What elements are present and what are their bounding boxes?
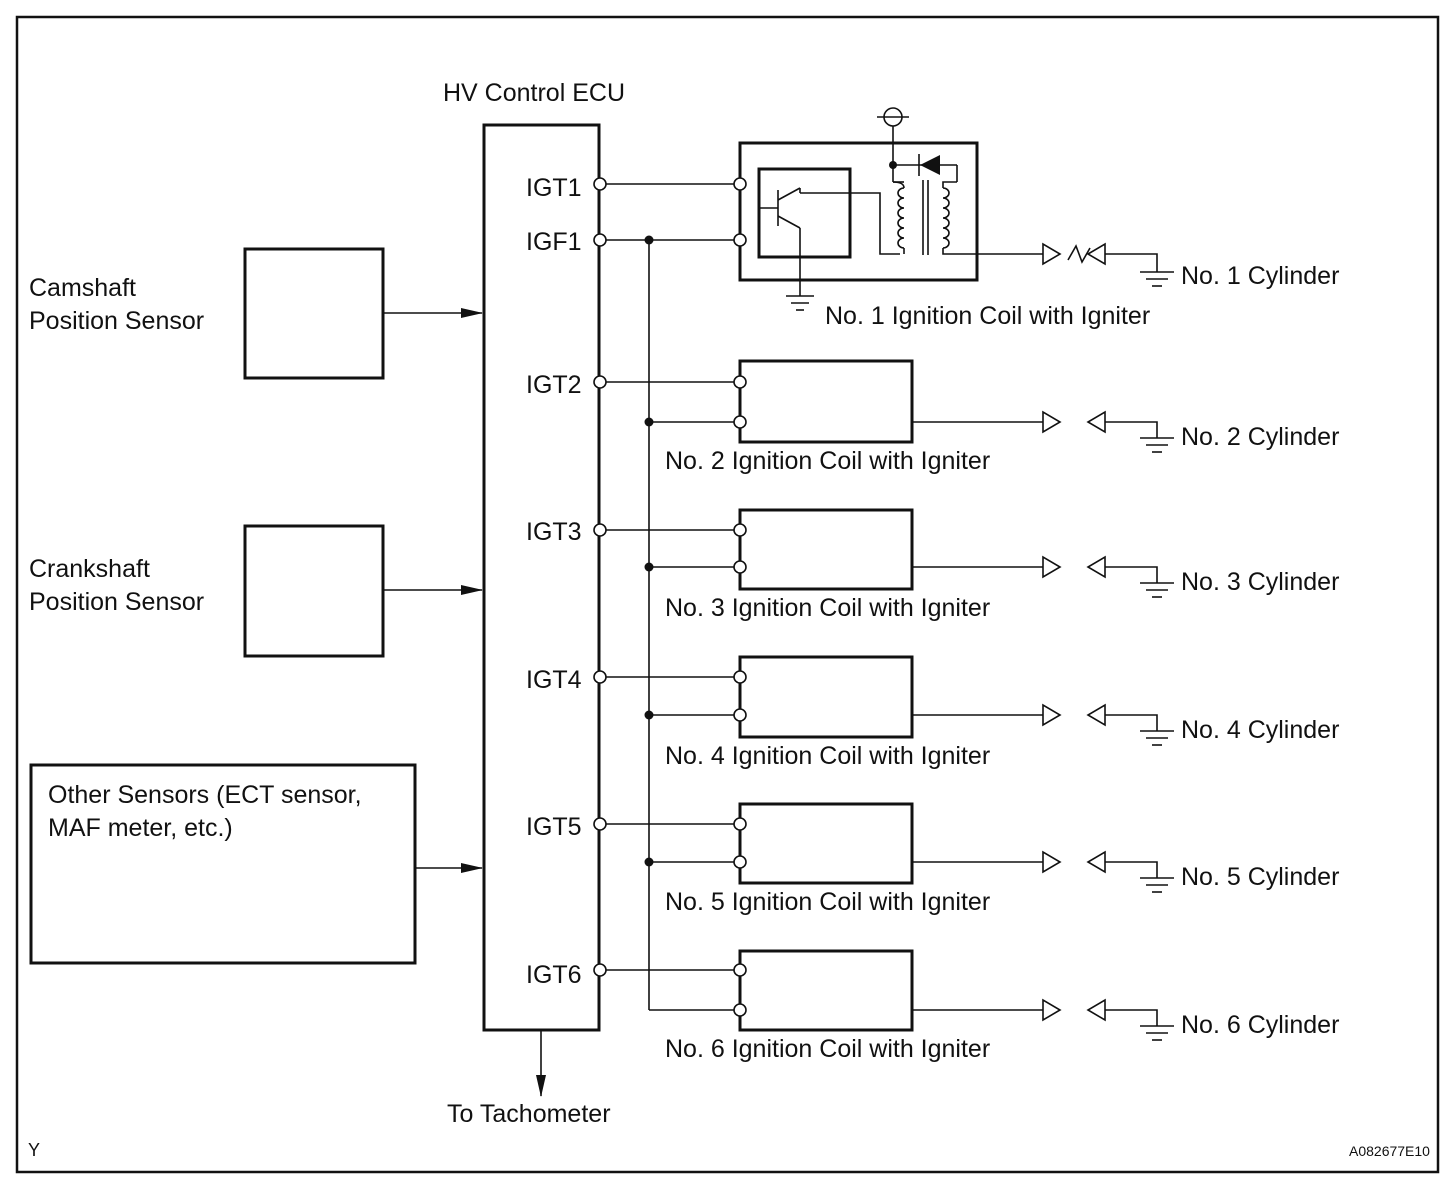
crankshaft-sensor-label-1: Crankshaft — [29, 555, 150, 583]
coil-2-igt-terminal — [733, 375, 747, 389]
spark-icon — [1067, 244, 1091, 264]
tachometer-label: To Tachometer — [447, 1100, 611, 1128]
corner-left-label: Y — [28, 1140, 40, 1160]
crankshaft-sensor-label-2: Position Sensor — [29, 588, 204, 616]
coil-1-box — [738, 141, 979, 282]
spark-plug-electrode-5 — [1042, 850, 1062, 874]
spark-plug-electrode-3 — [1042, 555, 1062, 579]
coil-1-igniter-box — [757, 167, 852, 259]
cylinder-6-label: No. 6 Cylinder — [1181, 1011, 1339, 1039]
spark-plug-electrode-6 — [1042, 998, 1062, 1022]
coil-3-label: No. 3 Ignition Coil with Igniter — [665, 594, 990, 622]
cylinder-3-label: No. 3 Cylinder — [1181, 568, 1339, 596]
cylinder-5-label: No. 5 Cylinder — [1181, 863, 1339, 891]
coil-4-label: No. 4 Ignition Coil with Igniter — [665, 742, 990, 770]
cylinder-6-ground-wire — [1105, 1009, 1158, 1026]
crankshaft-sensor-box — [243, 524, 385, 658]
coil-6-igt-terminal — [733, 963, 747, 977]
pin-label-igt3: IGT3 — [526, 518, 582, 546]
spark-plug-ground-electrode-1 — [1086, 242, 1106, 266]
spark-plug-ground-electrode-2 — [1086, 410, 1106, 434]
spark-plug-electrode-1 — [1042, 242, 1062, 266]
spark-plug-ground-electrode-6 — [1086, 998, 1106, 1022]
primary-coil-icon — [892, 181, 905, 249]
coil-5-igf-terminal — [733, 855, 747, 869]
coil-6-box — [738, 949, 914, 1032]
coil-1-igf-terminal — [733, 233, 747, 247]
outer-frame — [15, 15, 1440, 1174]
spark-plug-ground-electrode-4 — [1086, 703, 1106, 727]
pin-terminal-igt5 — [593, 817, 607, 831]
other-sensors-label-1: Other Sensors (ECT sensor, — [48, 781, 362, 809]
pin-label-igt5: IGT5 — [526, 813, 582, 841]
coil-3-igf-terminal — [733, 560, 747, 574]
cylinder-2-ground-wire — [1105, 421, 1158, 438]
other-sensors-box — [29, 763, 417, 965]
cylinder-5-ground-wire — [1105, 861, 1158, 878]
pin-terminal-igt4 — [593, 670, 607, 684]
secondary-coil-icon — [942, 187, 950, 249]
coil-5-label: No. 5 Ignition Coil with Igniter — [665, 888, 990, 916]
secondary-coil-top — [942, 181, 957, 188]
pin-label-igf1: IGF1 — [526, 228, 582, 256]
coil-6-label: No. 6 Ignition Coil with Igniter — [665, 1035, 990, 1063]
coil-2-label: No. 2 Ignition Coil with Igniter — [665, 447, 990, 475]
pin-label-igt1: IGT1 — [526, 174, 582, 202]
cylinder-2-label: No. 2 Cylinder — [1181, 423, 1339, 451]
pin-label-igt4: IGT4 — [526, 666, 582, 694]
camshaft-sensor-label-1: Camshaft — [29, 274, 136, 302]
pin-label-igt6: IGT6 — [526, 961, 582, 989]
pin-terminal-igf1 — [593, 233, 607, 247]
coil-2-box — [738, 359, 914, 444]
ecu-title: HV Control ECU — [443, 79, 625, 107]
cylinder-4-ground-wire — [1105, 714, 1158, 731]
spark-plug-ground-electrode-3 — [1086, 555, 1106, 579]
camshaft-sensor-label-2: Position Sensor — [29, 307, 204, 335]
coil-5-box — [738, 802, 914, 885]
pin-terminal-igt1 — [593, 177, 607, 191]
pin-label-igt2: IGT2 — [526, 371, 582, 399]
cylinder-3-ground-wire — [1105, 566, 1158, 583]
pin-terminal-igt3 — [593, 523, 607, 537]
secondary-coil-output — [942, 248, 1043, 255]
figure-code-label: A082677E10 — [1349, 1143, 1430, 1159]
coil-4-igt-terminal — [733, 670, 747, 684]
transistor-collector — [777, 187, 801, 201]
coil-6-igf-terminal — [733, 1003, 747, 1017]
coil-1-igt-terminal — [733, 177, 747, 191]
coil-3-igt-terminal — [733, 523, 747, 537]
other-sensors-label-2: MAF meter, etc.) — [48, 814, 233, 842]
pin-terminal-igt2 — [593, 375, 607, 389]
coil-5-igt-terminal — [733, 817, 747, 831]
camshaft-sensor-box — [243, 247, 385, 380]
coil-3-box — [738, 508, 914, 591]
coil-2-igf-terminal — [733, 415, 747, 429]
spark-plug-ground-electrode-5 — [1086, 850, 1106, 874]
cylinder-1-ground-wire — [1105, 253, 1158, 272]
coil-4-igf-terminal — [733, 708, 747, 722]
cylinder-4-label: No. 4 Cylinder — [1181, 716, 1339, 744]
pin-terminal-igt6 — [593, 963, 607, 977]
transistor-emitter — [777, 215, 801, 229]
coil-1-label: No. 1 Ignition Coil with Igniter — [825, 302, 1150, 330]
spark-plug-electrode-2 — [1042, 410, 1062, 434]
spark-plug-electrode-4 — [1042, 703, 1062, 727]
collector-to-primary — [800, 192, 900, 255]
cylinder-1-label: No. 1 Cylinder — [1181, 262, 1339, 290]
coil-4-box — [738, 655, 914, 739]
ecu-box — [482, 123, 601, 1032]
diode-icon — [920, 155, 940, 175]
